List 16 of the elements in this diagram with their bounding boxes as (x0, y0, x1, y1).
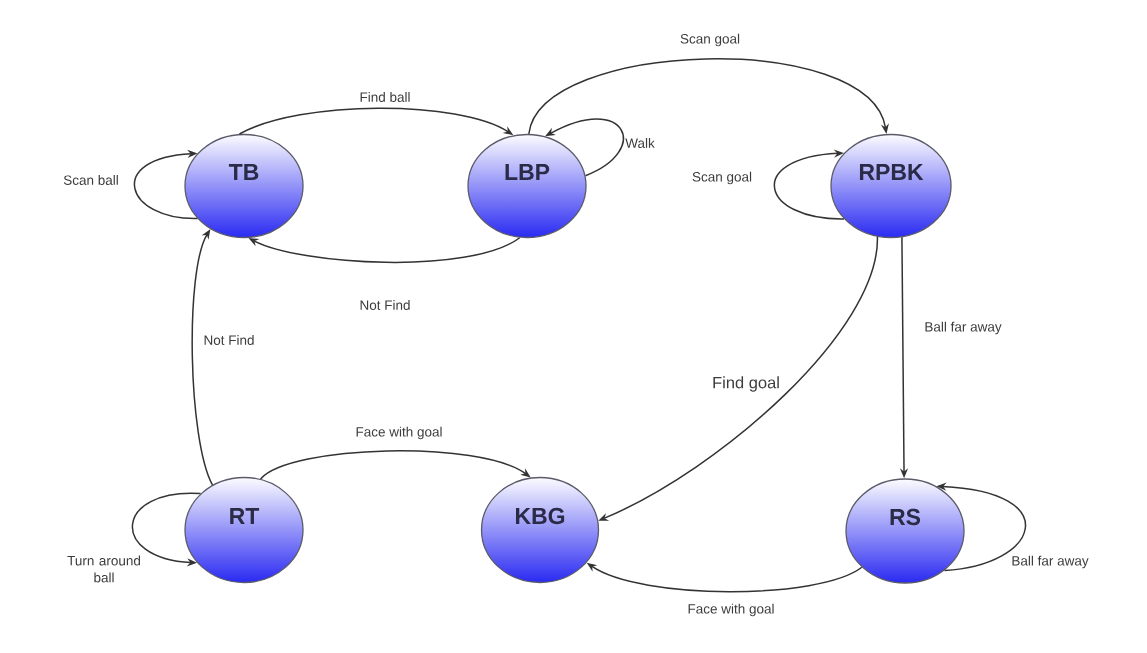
edge-label: Ball far away (925, 321, 1002, 335)
edge-label: Ball far away (1012, 555, 1089, 569)
edge-label: Find ball (360, 92, 410, 102)
edge-label: Scan ball (63, 175, 118, 185)
arrow (528, 58, 889, 135)
edge-label: Not Find (360, 300, 410, 310)
edge-label: Face with goal (356, 426, 442, 440)
edge-label: Walk (625, 138, 655, 148)
arrow (134, 149, 199, 220)
edge-label: Scan goal (680, 33, 740, 47)
edge-label: Scan goal (692, 171, 752, 185)
edge-label: Turn around ball (67, 555, 140, 583)
arrow (773, 149, 845, 220)
edge-label: Find goal (713, 376, 779, 392)
edge-label: Face with goal (688, 603, 774, 617)
edge-label: Not Find (204, 335, 254, 345)
